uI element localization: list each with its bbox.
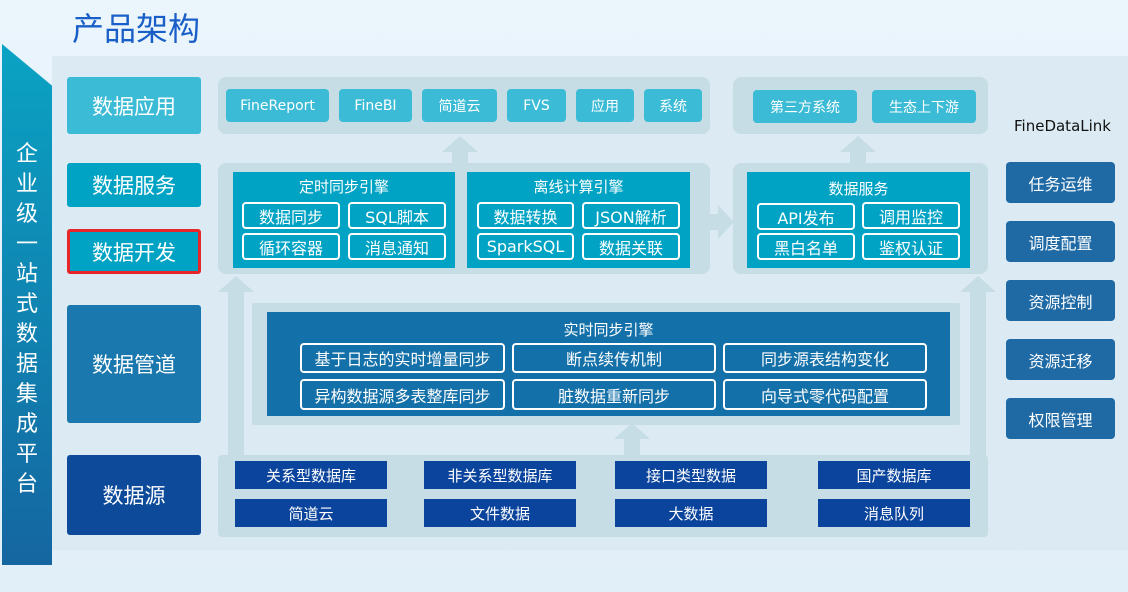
manage-item: 资源迁移 <box>1006 339 1115 380</box>
service-item: 调用监控 <box>862 202 960 229</box>
layer-app: 数据应用 <box>67 77 201 134</box>
sched-item: SQL脚本 <box>348 202 446 229</box>
offline-item: 数据转换 <box>477 202 574 229</box>
realtime-item: 向导式零代码配置 <box>723 379 927 410</box>
arrow-up-icon <box>960 276 996 292</box>
sched-title: 定时同步引擎 <box>298 178 389 196</box>
product-name: FineDataLink <box>1014 117 1111 135</box>
source-chip: 文件数据 <box>424 499 576 527</box>
offline-title: 离线计算引擎 <box>533 178 624 196</box>
external-chip: 生态上下游 <box>872 90 976 123</box>
layer-dev[interactable]: 数据开发 <box>67 229 201 274</box>
realtime-title: 实时同步引擎 <box>563 321 654 339</box>
data-service-title: 数据服务 <box>828 180 889 198</box>
source-chip: 接口类型数据 <box>615 461 767 489</box>
manage-item: 权限管理 <box>1006 398 1115 439</box>
layer-pipeline: 数据管道 <box>67 305 201 423</box>
arrow-shaft <box>850 150 866 164</box>
page-title: 产品架构 <box>72 10 201 48</box>
realtime-item: 同步源表结构变化 <box>723 343 927 373</box>
manage-item: 资源控制 <box>1006 280 1115 321</box>
arrow-up-icon <box>840 136 876 152</box>
sched-item: 消息通知 <box>348 233 446 260</box>
source-chip: 非关系型数据库 <box>424 461 576 489</box>
layer-service: 数据服务 <box>67 163 201 207</box>
arrow-up-icon <box>218 276 254 292</box>
arrow-right-icon <box>718 205 734 239</box>
app-chip: 系统 <box>644 89 702 122</box>
manage-item: 任务运维 <box>1006 162 1115 203</box>
realtime-item: 脏数据重新同步 <box>512 379 716 410</box>
app-chip: FineBI <box>339 89 412 122</box>
realtime-engine <box>267 312 950 416</box>
platform-band <box>2 44 52 565</box>
source-chip: 国产数据库 <box>818 461 970 489</box>
offline-item: SparkSQL <box>477 233 574 260</box>
offline-engine <box>467 172 690 268</box>
arrow-up-icon <box>614 423 650 439</box>
app-chip: FineReport <box>226 89 329 122</box>
arrow-shaft <box>228 291 244 456</box>
app-chip: FVS <box>507 89 566 122</box>
source-chip: 关系型数据库 <box>235 461 387 489</box>
arrow-shaft <box>970 291 986 456</box>
data-service-box <box>747 172 970 268</box>
service-item: API发布 <box>757 203 855 230</box>
offline-item: 数据关联 <box>582 233 680 260</box>
sched-item: 循环容器 <box>242 233 340 260</box>
sched-engine <box>233 172 455 268</box>
service-item: 鉴权认证 <box>862 233 960 260</box>
app-chip: 简道云 <box>422 89 497 122</box>
sched-item: 数据同步 <box>242 202 340 229</box>
realtime-item: 断点续传机制 <box>512 343 716 373</box>
arrow-shaft <box>710 214 720 230</box>
app-chip: 应用 <box>576 89 634 122</box>
arrow-shaft <box>452 150 468 164</box>
source-chip: 消息队列 <box>818 499 970 527</box>
realtime-item: 基于日志的实时增量同步 <box>300 343 505 373</box>
manage-item: 调度配置 <box>1006 221 1115 262</box>
arrow-up-icon <box>442 136 478 152</box>
source-chip: 大数据 <box>615 499 767 527</box>
offline-item: JSON解析 <box>582 202 680 229</box>
external-chip: 第三方系统 <box>753 90 857 123</box>
platform-label: 企业级一站式数据集成平台 <box>15 142 38 497</box>
realtime-item: 异构数据源多表整库同步 <box>300 379 505 410</box>
source-chip: 简道云 <box>235 499 387 527</box>
arrow-shaft <box>624 438 640 456</box>
layer-source: 数据源 <box>67 455 201 535</box>
service-item: 黑白名单 <box>757 233 855 260</box>
